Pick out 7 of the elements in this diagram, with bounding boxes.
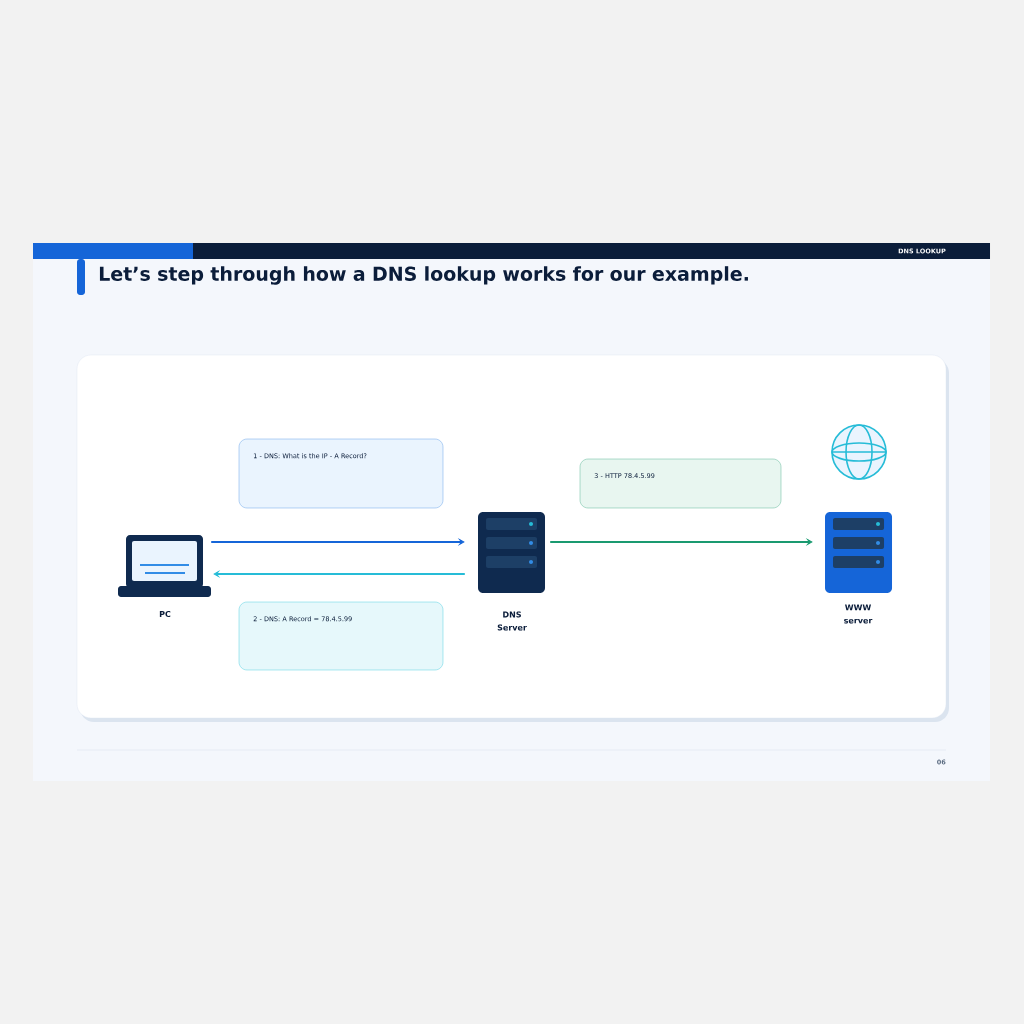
arrow xyxy=(210,539,465,545)
node-label: PC xyxy=(159,610,171,618)
node-label: WWW server xyxy=(844,604,873,624)
arrow xyxy=(549,539,813,545)
node-label: DNS Server xyxy=(497,611,527,631)
title: Let’s step through how a DNS lookup works for our example. xyxy=(99,266,748,285)
arrow xyxy=(213,571,466,577)
